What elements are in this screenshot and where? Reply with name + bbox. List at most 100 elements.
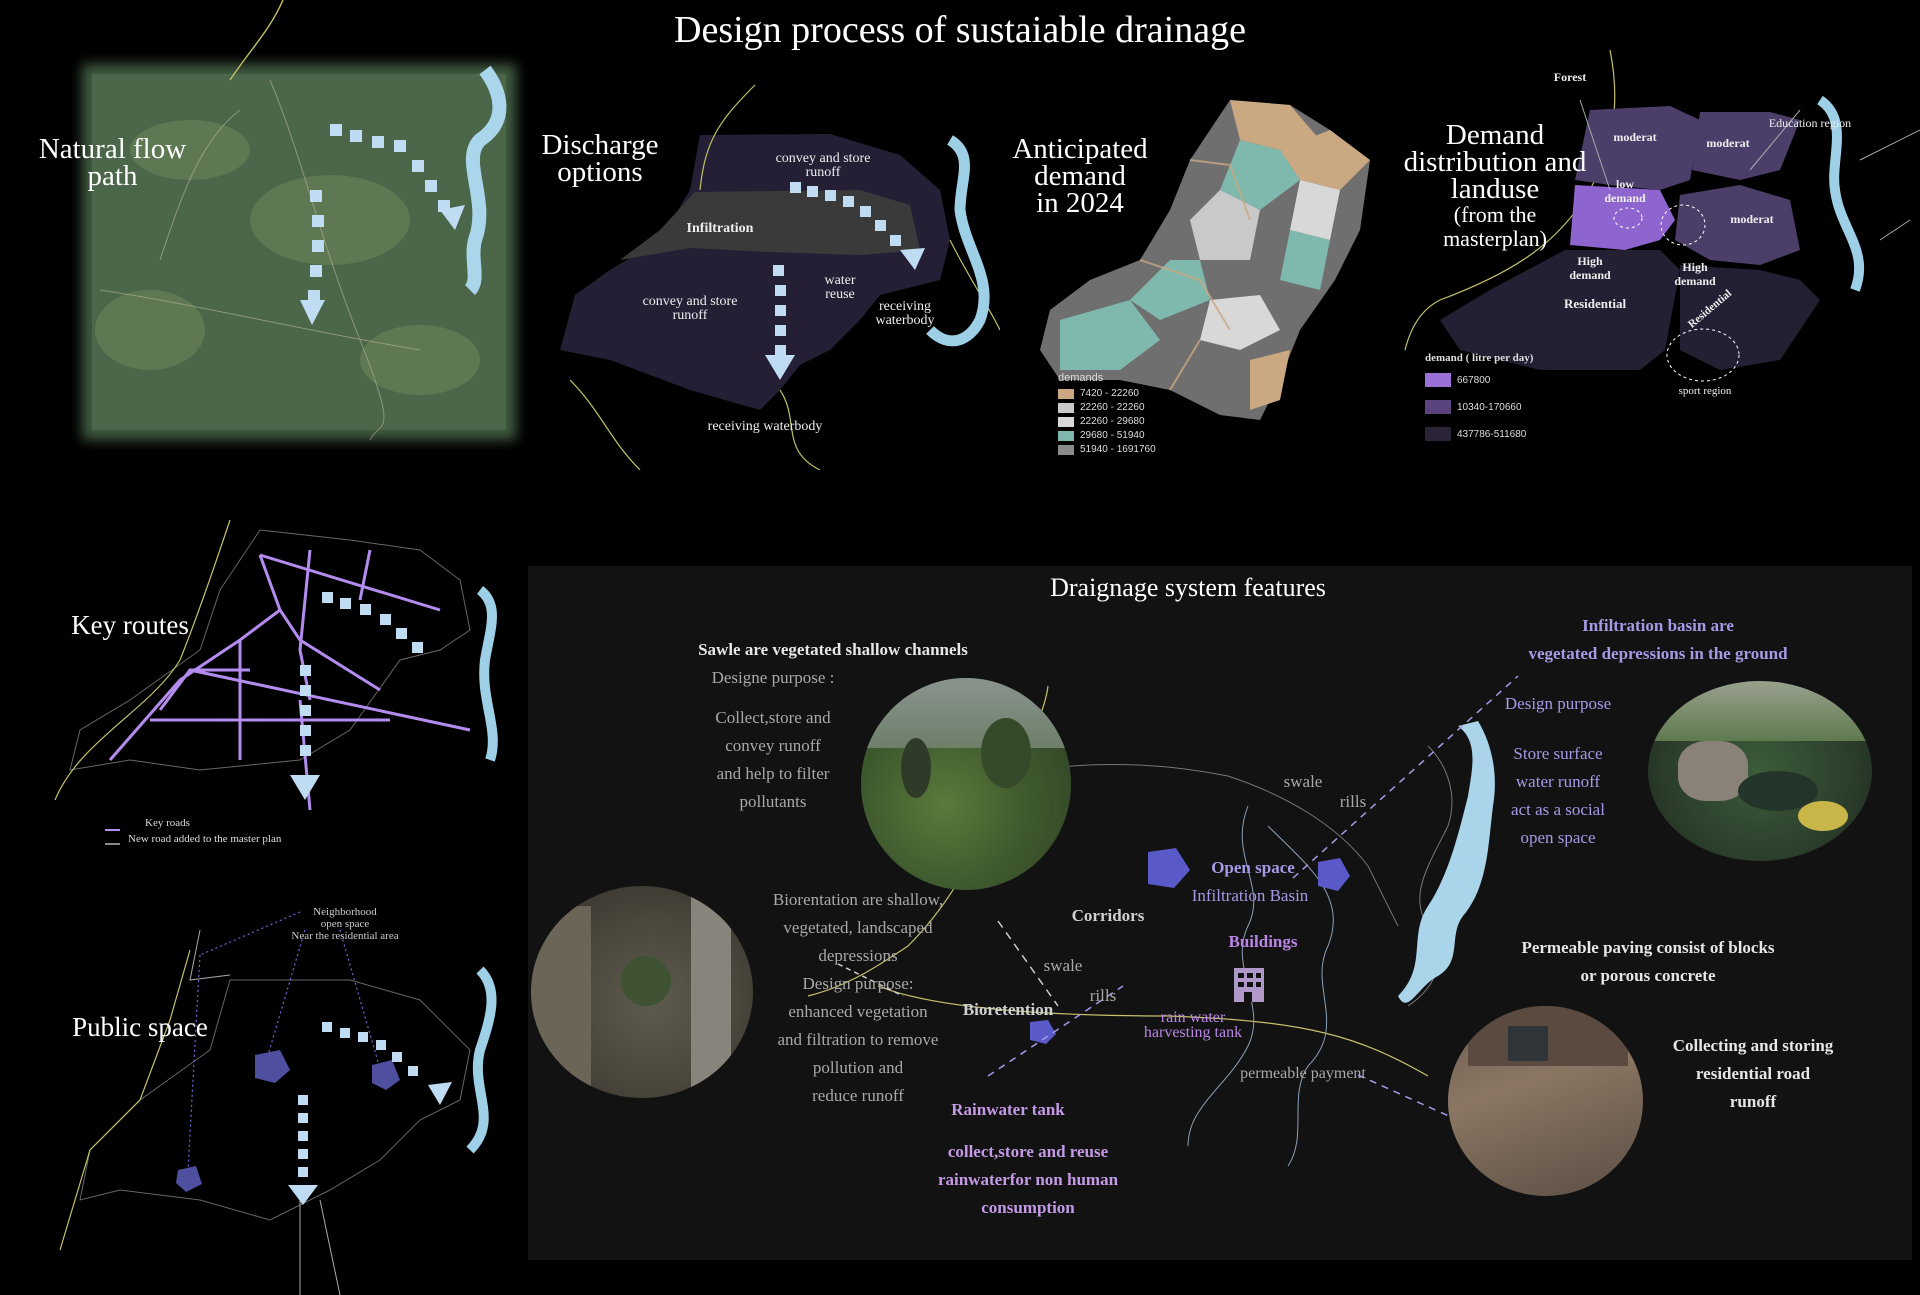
anticipated-title-3: in 2024: [1036, 187, 1124, 219]
anticipated-panel: Anticipated demand in 2024 demands 7420 …: [1000, 80, 1380, 470]
public-note-2: open space: [320, 918, 370, 930]
infil-desc-3: act as a social: [1511, 800, 1605, 819]
key-routes-title: Key routes: [71, 610, 189, 640]
discharge-map: [560, 84, 1000, 470]
anticipated-legend-item: 22260 - 22260: [1058, 402, 1145, 413]
public-space-panel: Public space Neighborhood open space Nea…: [0, 900, 520, 1295]
anticipated-legend-item: 22260 - 29680: [1058, 416, 1145, 427]
map-infil-basin: Infiltration Basin: [1191, 886, 1309, 905]
map-bioretention: Bioretention: [962, 1000, 1054, 1019]
swale-desc-4: pollutants: [739, 792, 807, 811]
infil-desc-4: open space: [1520, 828, 1596, 847]
bio-desc-4: Design purpose:: [802, 974, 914, 993]
demand-legend-title: demand ( litre per day): [1425, 352, 1534, 364]
infil-purpose: Design purpose: [1504, 694, 1612, 713]
anticipated-legend-item: 51940 - 1691760: [1058, 444, 1156, 455]
tank-heading: Rainwater tank: [951, 1100, 1065, 1119]
demand-title-1: Demand: [1445, 119, 1545, 151]
demand-legend-item: 10340-170660: [1425, 400, 1522, 414]
bio-desc-2: vegetated, landscaped: [783, 918, 933, 937]
moderat-label-3: moderat: [1730, 212, 1774, 226]
map-rain-water-2: harvesting tank: [1143, 1024, 1243, 1041]
swale-heading: Sawle are vegetated shallow channels: [698, 640, 968, 659]
infil-desc-1: Store surface: [1513, 744, 1603, 763]
anticipated-title-1: Anticipated: [1012, 133, 1148, 165]
swale-photo: [861, 678, 1071, 890]
anticipated-map: [1040, 100, 1370, 420]
bioretention-photo: [531, 886, 753, 1098]
paving-desc-3: runoff: [1729, 1092, 1777, 1111]
anticipated-legend-label: 22260 - 22260: [1080, 402, 1145, 413]
map-corridors: Corridors: [1071, 906, 1145, 925]
map-rills-top: rills: [1339, 792, 1367, 811]
receiving-label-2: waterbody: [875, 313, 935, 328]
sport-label: sport region: [1678, 385, 1732, 397]
demand-dist-panel: Demand distribution and landuse (from th…: [1380, 40, 1920, 470]
new-road-legend: New road added to the master plan: [128, 833, 282, 845]
map-open-space: Open space: [1211, 858, 1295, 877]
natural-flow-title-2: path: [87, 160, 138, 192]
tank-desc-2: rainwaterfor non human: [937, 1170, 1119, 1189]
anticipated-legend-label: 7420 - 22260: [1080, 388, 1139, 399]
paving-desc-2: residential road: [1695, 1064, 1811, 1083]
demand-legend-label: 437786-511680: [1457, 428, 1527, 440]
demand-legend-label: 10340-170660: [1457, 401, 1522, 413]
public-note-1: Neighborhood: [313, 906, 377, 918]
public-space-title: Public space: [72, 1012, 208, 1042]
paving-heading-1: Permeable paving consist of blocks: [1521, 938, 1775, 957]
high-label-1a: High: [1577, 254, 1603, 268]
bio-desc-5: enhanced vegetation: [788, 1002, 928, 1021]
bio-desc-3: depressions: [818, 946, 898, 965]
water-reuse-label-2: reuse: [825, 287, 855, 302]
page-title: Design process of sustaiable drainage: [674, 9, 1246, 51]
discharge-title-1: Discharge: [541, 129, 659, 161]
swale-purpose: Designe purpose :: [711, 668, 835, 687]
infil-desc-2: water runoff: [1515, 772, 1601, 791]
demand-title-5: masterplan): [1443, 226, 1547, 251]
map-permeable: permeable payment: [1240, 1065, 1366, 1082]
discharge-panel: Discharge options convey and store runof…: [530, 80, 1000, 470]
features-title: Draignage system features: [1050, 573, 1326, 602]
forest-label: Forest: [1553, 70, 1587, 84]
moderat-label-1: moderat: [1613, 130, 1657, 144]
map-rills-mid: rills: [1089, 986, 1117, 1005]
low-label-1: low: [1616, 177, 1634, 191]
map-swale-top: swale: [1283, 772, 1323, 791]
swale-desc-1: Collect,store and: [715, 708, 831, 727]
natural-flow-title-1: Natural flow: [38, 133, 187, 165]
anticipated-legend-swatch: [1058, 388, 1074, 399]
anticipated-legend-label: 22260 - 29680: [1080, 416, 1145, 427]
public-note-3: Near the residential area: [291, 930, 399, 942]
anticipated-title-2: demand: [1034, 160, 1126, 192]
education-label: Education region: [1768, 116, 1852, 130]
key-roads-legend: Key roads: [145, 817, 190, 829]
bio-desc-7: pollution and: [812, 1058, 904, 1077]
demand-title-4: (from the: [1453, 202, 1537, 227]
map-buildings: Buildings: [1228, 932, 1298, 951]
map-rain-water-1: rain water: [1160, 1009, 1226, 1026]
infil-heading-1: Infiltration basin are: [1582, 616, 1734, 635]
features-panel: Draignage system features Sawle are vege…: [528, 566, 1912, 1260]
anticipated-legend-item: 7420 - 22260: [1058, 388, 1139, 399]
water-reuse-label-1: water: [824, 273, 856, 288]
anticipated-legend-label: 51940 - 1691760: [1080, 444, 1156, 455]
high-label-2a: High: [1682, 260, 1708, 274]
natural-flow-panel: Natural flow path: [0, 0, 530, 450]
anticipated-legend-swatch: [1058, 430, 1074, 441]
paving-desc-1: Collecting and storing: [1672, 1036, 1834, 1055]
paving-photo: [1448, 1006, 1643, 1196]
demand-legend-item: 437786-511680: [1425, 427, 1526, 441]
key-routes-map: [54, 519, 498, 845]
low-label-2: demand: [1604, 191, 1646, 205]
anticipated-legend-swatch: [1058, 416, 1074, 427]
map-swale-mid: swale: [1043, 956, 1083, 975]
convey-left-label-1: convey and store: [642, 294, 738, 309]
demand-title-3: landuse: [1450, 173, 1540, 205]
key-routes-panel: Key routes Key roads New road added to t…: [0, 510, 520, 870]
paving-heading-2: or porous concrete: [1580, 966, 1716, 985]
convey-top-label-1: convey and store: [775, 151, 871, 166]
anticipated-legend-title: demands: [1058, 372, 1104, 384]
infiltration-label: Infiltration: [686, 221, 754, 236]
discharge-title-2: options: [557, 156, 643, 188]
infil-heading-2: vegetated depressions in the ground: [1528, 644, 1788, 663]
